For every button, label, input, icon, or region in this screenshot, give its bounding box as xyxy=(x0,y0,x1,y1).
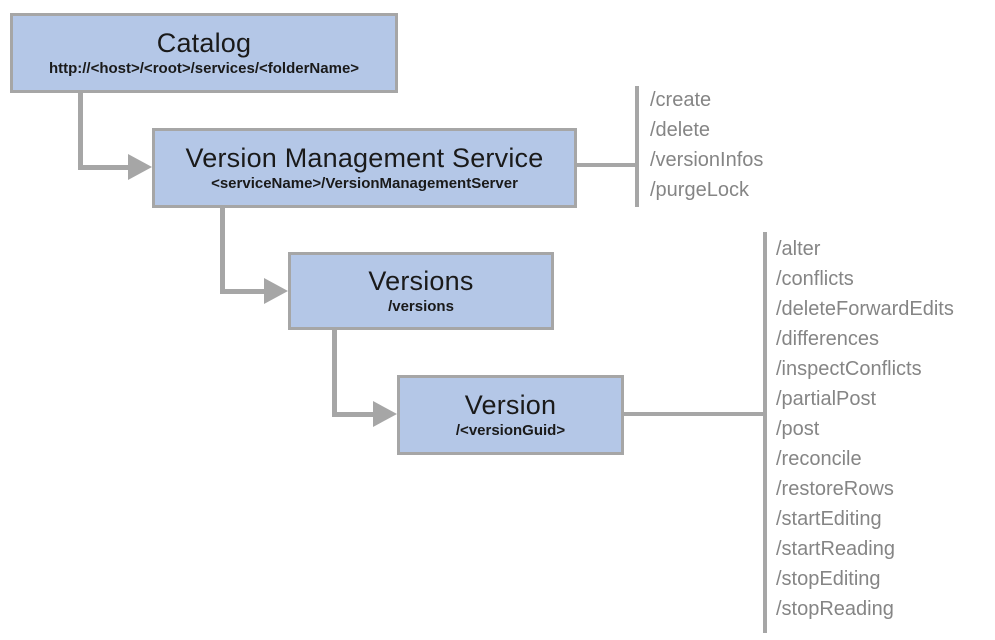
connector-vms-versions-arrowhead-icon xyxy=(264,278,288,304)
connector-versions-version-horizontal xyxy=(332,412,375,417)
version-operation-item: /post xyxy=(776,418,820,440)
version-operation-item: /differences xyxy=(776,328,880,350)
version-operation-item: /startEditing xyxy=(776,508,882,530)
version-operations-list: /alter/conflicts/deleteForwardEdits/diff… xyxy=(776,234,954,624)
node-version-title: Version xyxy=(464,390,557,420)
vms-operations-bracket-line xyxy=(635,86,639,207)
version-operations-connector-line xyxy=(623,412,765,416)
version-operation-item: /stopEditing xyxy=(776,568,881,590)
version-operation-item: /inspectConflicts xyxy=(776,358,922,380)
vms-operations-list: /create/delete/versionInfos/purgeLock xyxy=(650,85,763,205)
version-operation-item: /alter xyxy=(776,238,821,260)
node-versions-url: /versions xyxy=(388,298,454,315)
version-operation-item: /stopReading xyxy=(776,598,894,620)
node-vms-url: <serviceName>/VersionManagementServer xyxy=(211,175,518,192)
node-version-management-service: Version Management Service <serviceName>… xyxy=(152,128,577,208)
version-operation-item: /restoreRows xyxy=(776,478,894,500)
version-operation-item: /startReading xyxy=(776,538,895,560)
version-operation-item: /conflicts xyxy=(776,268,854,290)
connector-versions-version-arrowhead-icon xyxy=(373,401,397,427)
node-vms-title: Version Management Service xyxy=(185,143,544,173)
version-operations-bracket-line xyxy=(763,232,767,633)
vms-operation-item: /purgeLock xyxy=(650,179,749,201)
node-catalog: Catalog http://<host>/<root>/services/<f… xyxy=(10,13,398,93)
version-operation-item: /reconcile xyxy=(776,448,862,470)
version-operation-item: /deleteForwardEdits xyxy=(776,298,954,320)
node-catalog-url: http://<host>/<root>/services/<folderNam… xyxy=(48,60,360,77)
vms-operation-item: /versionInfos xyxy=(650,149,764,171)
node-versions-title: Versions xyxy=(368,266,474,296)
connector-vms-versions-vertical xyxy=(220,207,225,294)
connector-versions-version-vertical xyxy=(332,329,337,417)
node-version: Version /<versionGuid> xyxy=(397,375,624,455)
connector-catalog-vms-horizontal xyxy=(78,165,128,170)
node-versions: Versions /versions xyxy=(288,252,554,330)
connector-catalog-vms-vertical xyxy=(78,92,83,170)
node-version-url: /<versionGuid> xyxy=(455,422,566,439)
node-catalog-title: Catalog xyxy=(156,28,252,58)
vms-operations-connector-line xyxy=(576,163,637,167)
connector-catalog-vms-arrowhead-icon xyxy=(128,154,152,180)
connector-vms-versions-horizontal xyxy=(220,289,266,294)
vms-operation-item: /create xyxy=(650,89,712,111)
version-operation-item: /partialPost xyxy=(776,388,877,410)
vms-operation-item: /delete xyxy=(650,119,711,141)
